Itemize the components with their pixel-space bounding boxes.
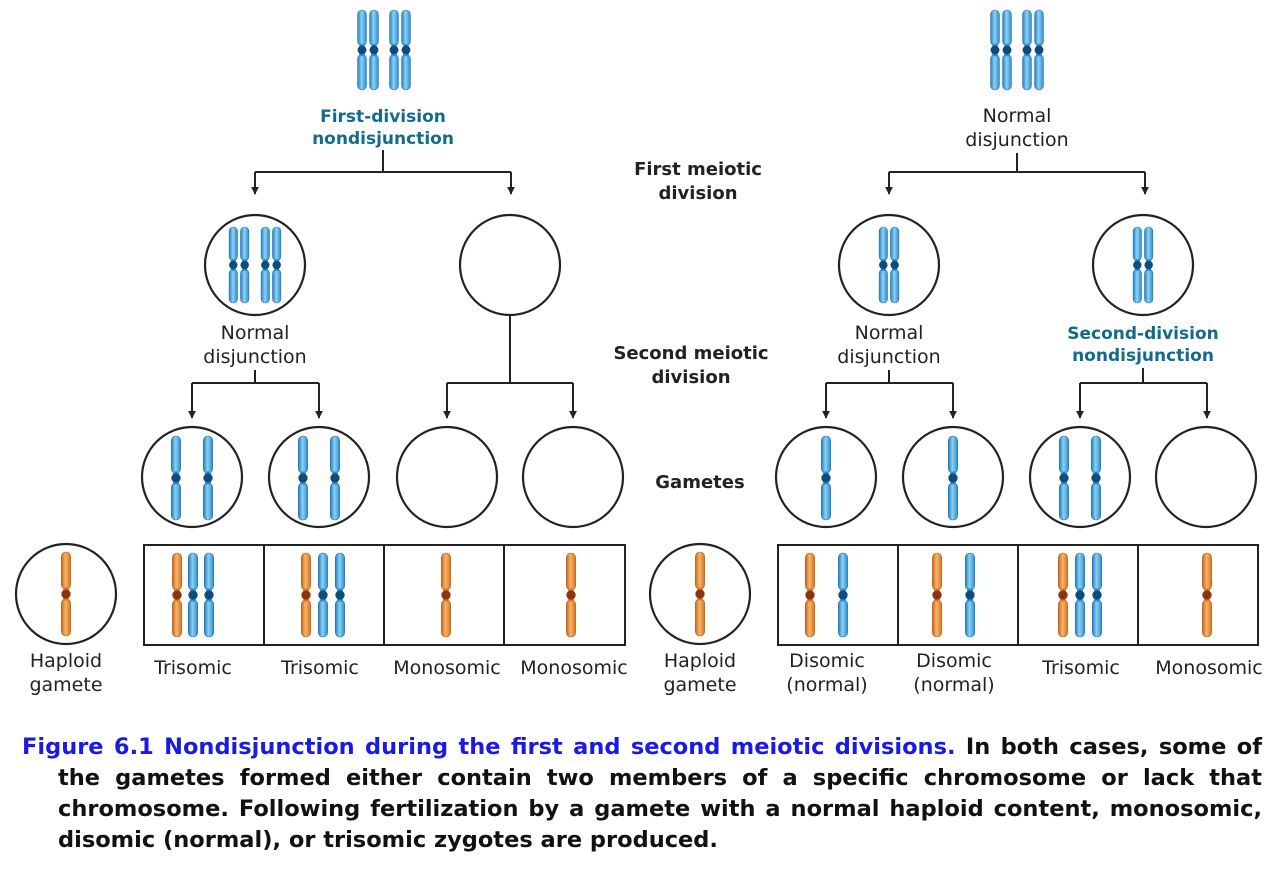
left-cell-with-chromosomes	[203, 213, 307, 317]
left-sub-arrow-c	[447, 315, 573, 418]
normal-disjunction-label-left-1: Normal	[221, 322, 290, 344]
gamete-7	[1028, 425, 1132, 529]
haploid-gamete-right-label-1: Haploid	[664, 650, 736, 672]
right-sub-arrow-a	[826, 370, 953, 418]
normal-disjunction-label-top-2: disjunction	[965, 129, 1068, 151]
gamete-8-empty	[1154, 425, 1258, 529]
right-cell-b	[1091, 213, 1195, 317]
right-sub-arrow-c	[1080, 368, 1207, 418]
normal-disjunction-label-top-1: Normal	[983, 105, 1052, 127]
gametes-label: Gametes	[655, 472, 744, 493]
zygote-label-trisomic-1: Trisomic	[153, 657, 232, 679]
zygote-label-disomic-2b: (normal)	[913, 674, 994, 696]
second-meiotic-division-label-2: division	[651, 367, 730, 388]
second-division-nondisjunction-label-2: nondisjunction	[1072, 346, 1214, 366]
gamete-4-empty	[521, 425, 625, 529]
caption-body: In both cases, some of the gametes forme…	[58, 734, 1262, 853]
first-meiotic-division-label-1: First meiotic	[634, 159, 762, 180]
nondisjunction-diagram: First-division nondisjunction Normal dis…	[14, 0, 1263, 696]
zygote-label-disomic-1a: Disomic	[789, 650, 865, 672]
gamete-3-empty	[395, 425, 499, 529]
figure-caption: Figure 6.1 Nondisjunction during the fir…	[22, 732, 1262, 856]
haploid-gamete-right-label-2: gamete	[663, 674, 736, 696]
zygote-label-monosomic-3: Monosomic	[1155, 657, 1262, 679]
right-parent-chromosomes	[991, 10, 1044, 90]
second-division-nondisjunction-label-1: Second-division	[1067, 324, 1219, 344]
zygote-label-monosomic-2: Monosomic	[520, 657, 627, 679]
normal-disjunction-label-left-2: disjunction	[203, 346, 306, 368]
zygote-label-disomic-2a: Disomic	[916, 650, 992, 672]
gamete-2	[267, 425, 371, 529]
caption-title: Figure 6.1 Nondisjunction during the fir…	[22, 734, 956, 760]
left-parent-chromosomes	[358, 10, 411, 90]
normal-disjunction-label-right-1: Normal	[855, 322, 924, 344]
zygote-label-monosomic-1: Monosomic	[393, 657, 500, 679]
left-split-arrow-a	[255, 150, 511, 194]
zygote-label-disomic-1b: (normal)	[786, 674, 867, 696]
right-zygote-boxes	[777, 544, 1259, 646]
second-meiotic-division-label-1: Second meiotic	[613, 343, 768, 364]
normal-disjunction-label-right-2: disjunction	[837, 346, 940, 368]
zygote-label-trisomic-2: Trisomic	[280, 657, 359, 679]
zygote-label-trisomic-3: Trisomic	[1041, 657, 1120, 679]
haploid-gamete-left-label-2: gamete	[29, 674, 102, 696]
right-split-arrow-a	[889, 153, 1145, 194]
left-sub-arrow-a	[192, 370, 319, 418]
first-meiotic-division-label-2: division	[658, 183, 737, 204]
first-division-nondisjunction-label-1: First-division	[320, 107, 446, 127]
first-division-nondisjunction-label-2: nondisjunction	[312, 129, 454, 149]
haploid-gamete-left-label-1: Haploid	[30, 650, 102, 672]
left-zygote-boxes	[143, 544, 626, 646]
gamete-1	[140, 425, 244, 529]
left-empty-cell	[458, 213, 562, 317]
right-cell-a	[837, 213, 941, 317]
